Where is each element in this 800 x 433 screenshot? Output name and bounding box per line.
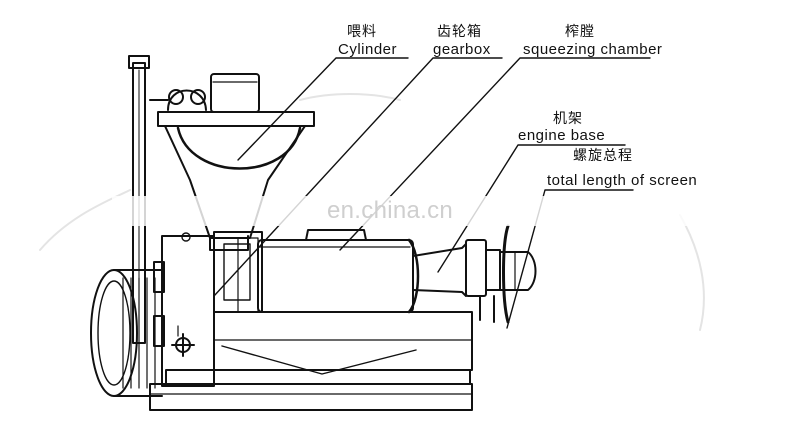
- label-screen-en: total length of screen: [547, 172, 698, 189]
- label-chamber-en: squeezing chamber: [523, 41, 663, 58]
- watermark-text: en.china.cn: [327, 197, 454, 224]
- watermark-band: [112, 196, 692, 226]
- label-cylinder-zh: 喂料: [347, 24, 377, 40]
- label-base-zh: 机架: [553, 111, 583, 127]
- label-cylinder-en: Cylinder: [338, 41, 398, 58]
- label-gearbox-en: gearbox: [433, 41, 491, 58]
- label-gearbox-zh: 齿轮箱: [437, 24, 482, 40]
- pulley: [90, 269, 163, 397]
- engine-base: [149, 311, 473, 411]
- background-smudges: [39, 93, 705, 331]
- leader-chamber: [339, 57, 651, 251]
- leader-lines: [213, 57, 651, 329]
- label-base-en: engine base: [518, 127, 606, 144]
- leader-cylinder: [237, 57, 409, 161]
- label-screen-zh: 螺旋总程: [573, 148, 633, 164]
- leader-screen: [506, 189, 634, 329]
- leader-base: [437, 144, 626, 273]
- shaft: [213, 231, 263, 313]
- screw-end: [412, 224, 537, 324]
- label-chamber-zh: 榨膛: [565, 24, 595, 40]
- hopper: [149, 73, 315, 251]
- squeezing-chamber: [257, 229, 420, 314]
- gearbox-block: [153, 232, 215, 387]
